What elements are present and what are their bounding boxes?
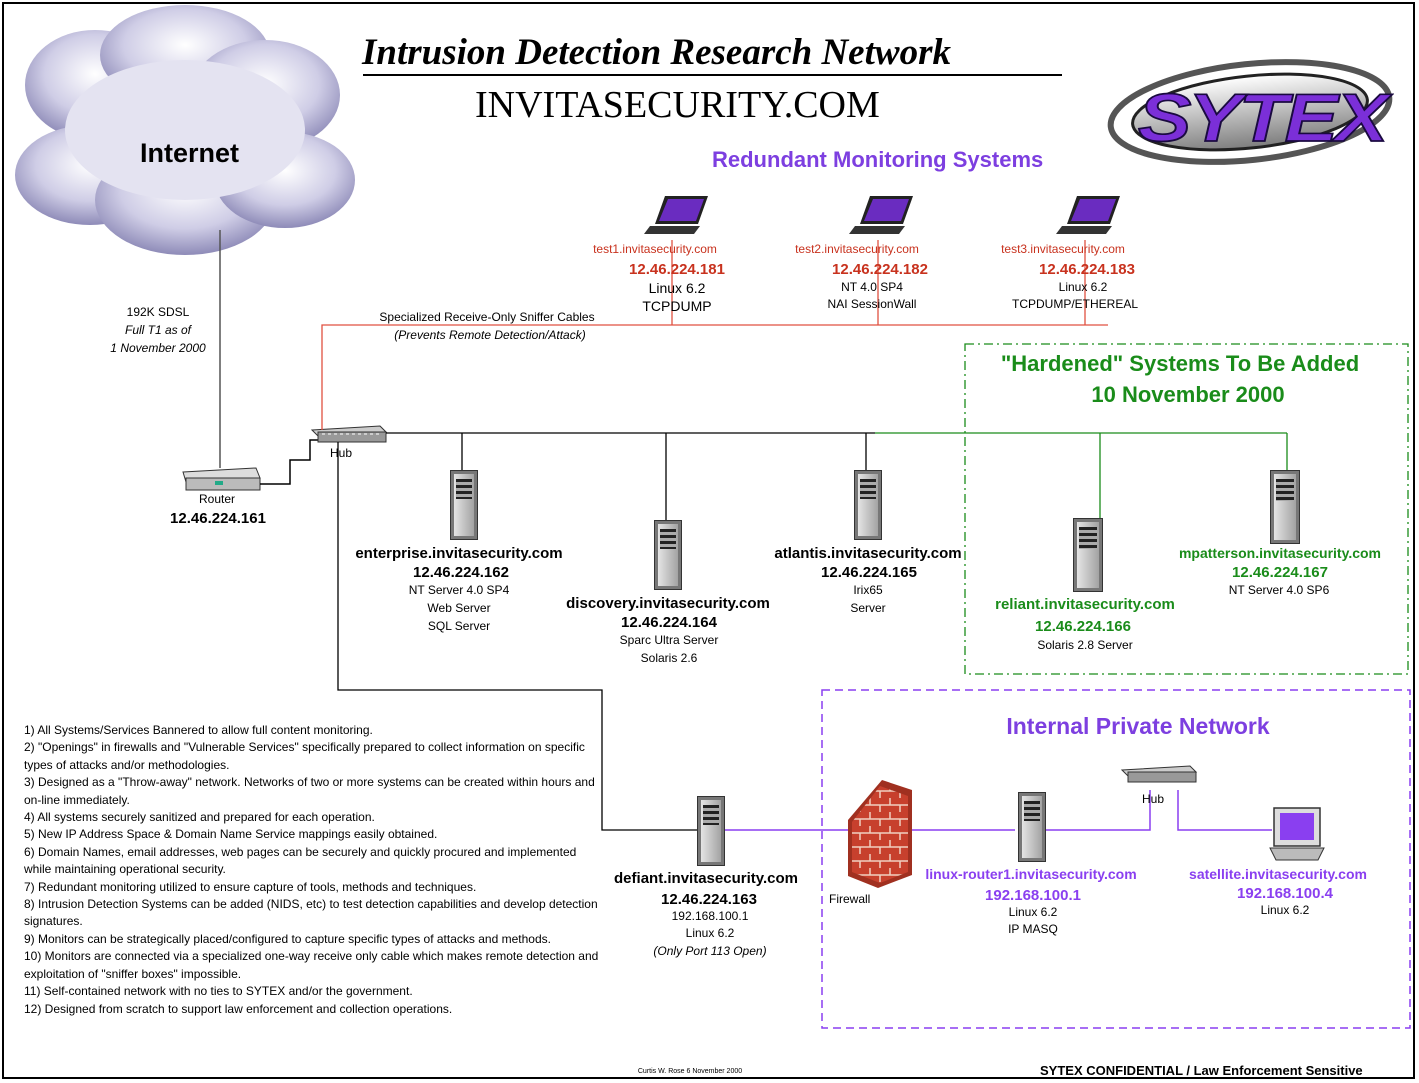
server-ip: 12.46.224.166 (1035, 618, 1131, 635)
monitor-role: NAI SessionWall (827, 297, 917, 311)
satellite-host: satellite.invitasecurity.com (1189, 866, 1367, 882)
page-subtitle: INVITASECURITY.COM (475, 84, 880, 126)
note-item: 10) Monitors are connected via a special… (24, 949, 599, 981)
monitor-ip: 12.46.224.183 (1039, 261, 1135, 278)
server-os: Linux 6.2 (685, 926, 735, 940)
server-os: Solaris 2.8 Server (1037, 638, 1133, 652)
server-icon (450, 470, 478, 540)
server-ip: 12.46.224.167 (1232, 564, 1328, 581)
notes-list: 1) All Systems/Services Bannered to allo… (24, 722, 604, 1018)
sniffer-cable-label: Specialized Receive-Only Sniffer Cables (379, 310, 595, 324)
sytex-logo-text: SYTEX (1137, 79, 1389, 156)
monitor-role: TCPDUMP (642, 298, 712, 314)
server-role: Solaris 2.6 (640, 651, 698, 665)
monitor-host: test2.invitasecurity.com (795, 242, 919, 256)
server-role: SQL Server (427, 619, 491, 633)
router-ip: 12.46.224.161 (170, 510, 266, 527)
monitor-ip: 12.46.224.181 (629, 261, 725, 278)
note-item: 2) "Openings" in firewalls and "Vulnerab… (24, 740, 585, 772)
page-title: Intrusion Detection Research Network (362, 32, 951, 73)
classification-label: SYTEX CONFIDENTIAL / Law Enforcement Sen… (1040, 1063, 1363, 1078)
server-note: (Only Port 113 Open) (653, 944, 767, 958)
router-label: Router (198, 492, 236, 506)
monitoring-heading: Redundant Monitoring Systems (712, 147, 1044, 172)
server-os: Irix65 (853, 583, 883, 597)
server-ip: 12.46.224.164 (621, 614, 717, 631)
monitor-host: test3.invitasecurity.com (1001, 242, 1125, 256)
note-item: 11) Self-contained network with no ties … (24, 984, 413, 999)
server-role: Server (850, 601, 886, 615)
server-host: enterprise.invitasecurity.com (355, 545, 563, 562)
note-item: 1) All Systems/Services Bannered to allo… (24, 723, 373, 737)
monitor-role: TCPDUMP/ETHEREAL (1011, 297, 1139, 311)
server-host: discovery.invitasecurity.com (566, 595, 770, 612)
internal-router-os: Linux 6.2 (1008, 905, 1058, 919)
server-host: mpatterson.invitasecurity.com (1178, 545, 1382, 561)
internal-hub-label: Hub (1142, 792, 1165, 806)
server-host: reliant.invitasecurity.com (995, 596, 1175, 613)
server-os: NT Server 4.0 SP6 (1228, 583, 1330, 597)
server-icon (1018, 792, 1046, 862)
note-item: 6) Domain Names, email addresses, web pa… (24, 844, 577, 877)
firewall-icon (848, 780, 912, 888)
satellite-os: Linux 6.2 (1260, 903, 1310, 917)
monitor-os: NT 4.0 SP4 (841, 280, 903, 294)
server-icon (697, 796, 725, 866)
server-host: defiant.invitasecurity.com (614, 870, 798, 887)
server-ip: 12.46.224.165 (821, 564, 917, 581)
internal-hub-icon (1120, 765, 1198, 783)
monitor-host: test1.invitasecurity.com (593, 242, 717, 256)
monitor-os: Linux 6.2 (1058, 280, 1108, 294)
server-role: Web Server (427, 601, 491, 615)
note-item: 4) All systems securely sanitized and pr… (24, 810, 375, 825)
internet-cloud-icon (15, 5, 355, 255)
note-item: 8) Intrusion Detection Systems can be ad… (24, 897, 598, 929)
satellite-ip: 192.168.100.4 (1237, 885, 1333, 902)
uplink-speed: 192K SDSL (126, 305, 190, 319)
note-item: 3) Designed as a "Throw-away" network. N… (24, 775, 595, 807)
hardened-systems-box (964, 343, 1409, 675)
server-os: Sparc Ultra Server (619, 633, 719, 647)
internal-router-host: linux-router1.invitasecurity.com (925, 866, 1137, 882)
server-icon (1073, 518, 1103, 592)
internal-router-ip: 192.168.100.1 (985, 887, 1081, 904)
laptop-icon (849, 196, 913, 234)
sniffer-cable-note: (Prevents Remote Detection/Attack) (394, 328, 586, 342)
internal-network-heading: Internal Private Network (1006, 713, 1270, 739)
hardened-date: 10 November 2000 (1091, 382, 1285, 407)
monitor-ip: 12.46.224.182 (832, 261, 928, 278)
server-ip: 12.46.224.162 (413, 564, 509, 581)
laptop-icon (1056, 196, 1120, 234)
server-icon (654, 520, 682, 590)
author-credit: Curtis W. Rose 6 November 2000 (637, 1068, 743, 1075)
router-icon (182, 467, 261, 491)
hub-icon (310, 425, 388, 443)
hardened-heading: "Hardened" Systems To Be Added (1000, 351, 1360, 376)
server-host: atlantis.invitasecurity.com (774, 545, 962, 562)
internal-network-box (821, 689, 1411, 1029)
note-item: 9) Monitors can be strategically placed/… (24, 931, 551, 946)
uplink-upgrade: Full T1 as of (124, 323, 192, 337)
sytex-logo (1107, 59, 1393, 165)
server-internal-ip: 192.168.100.1 (671, 909, 749, 923)
hub-label: Hub (330, 446, 353, 460)
note-item: 7) Redundant monitoring utilized to ensu… (24, 879, 477, 894)
note-item: 5) New IP Address Space & Domain Name Se… (24, 827, 438, 842)
uplink-date: 1 November 2000 (110, 341, 206, 355)
server-os: NT Server 4.0 SP4 (408, 583, 510, 597)
note-item: 12) Designed from scratch to support law… (24, 1001, 453, 1016)
workstation-icon (1269, 807, 1325, 861)
server-icon (854, 470, 882, 540)
server-ip: 12.46.224.163 (661, 891, 757, 908)
server-icon (1270, 470, 1300, 544)
internet-label: Internet (140, 138, 240, 168)
internal-router-role: IP MASQ (1008, 922, 1058, 936)
firewall-label: Firewall (829, 892, 871, 906)
laptop-icon (644, 196, 708, 234)
monitor-os: Linux 6.2 (648, 280, 706, 296)
